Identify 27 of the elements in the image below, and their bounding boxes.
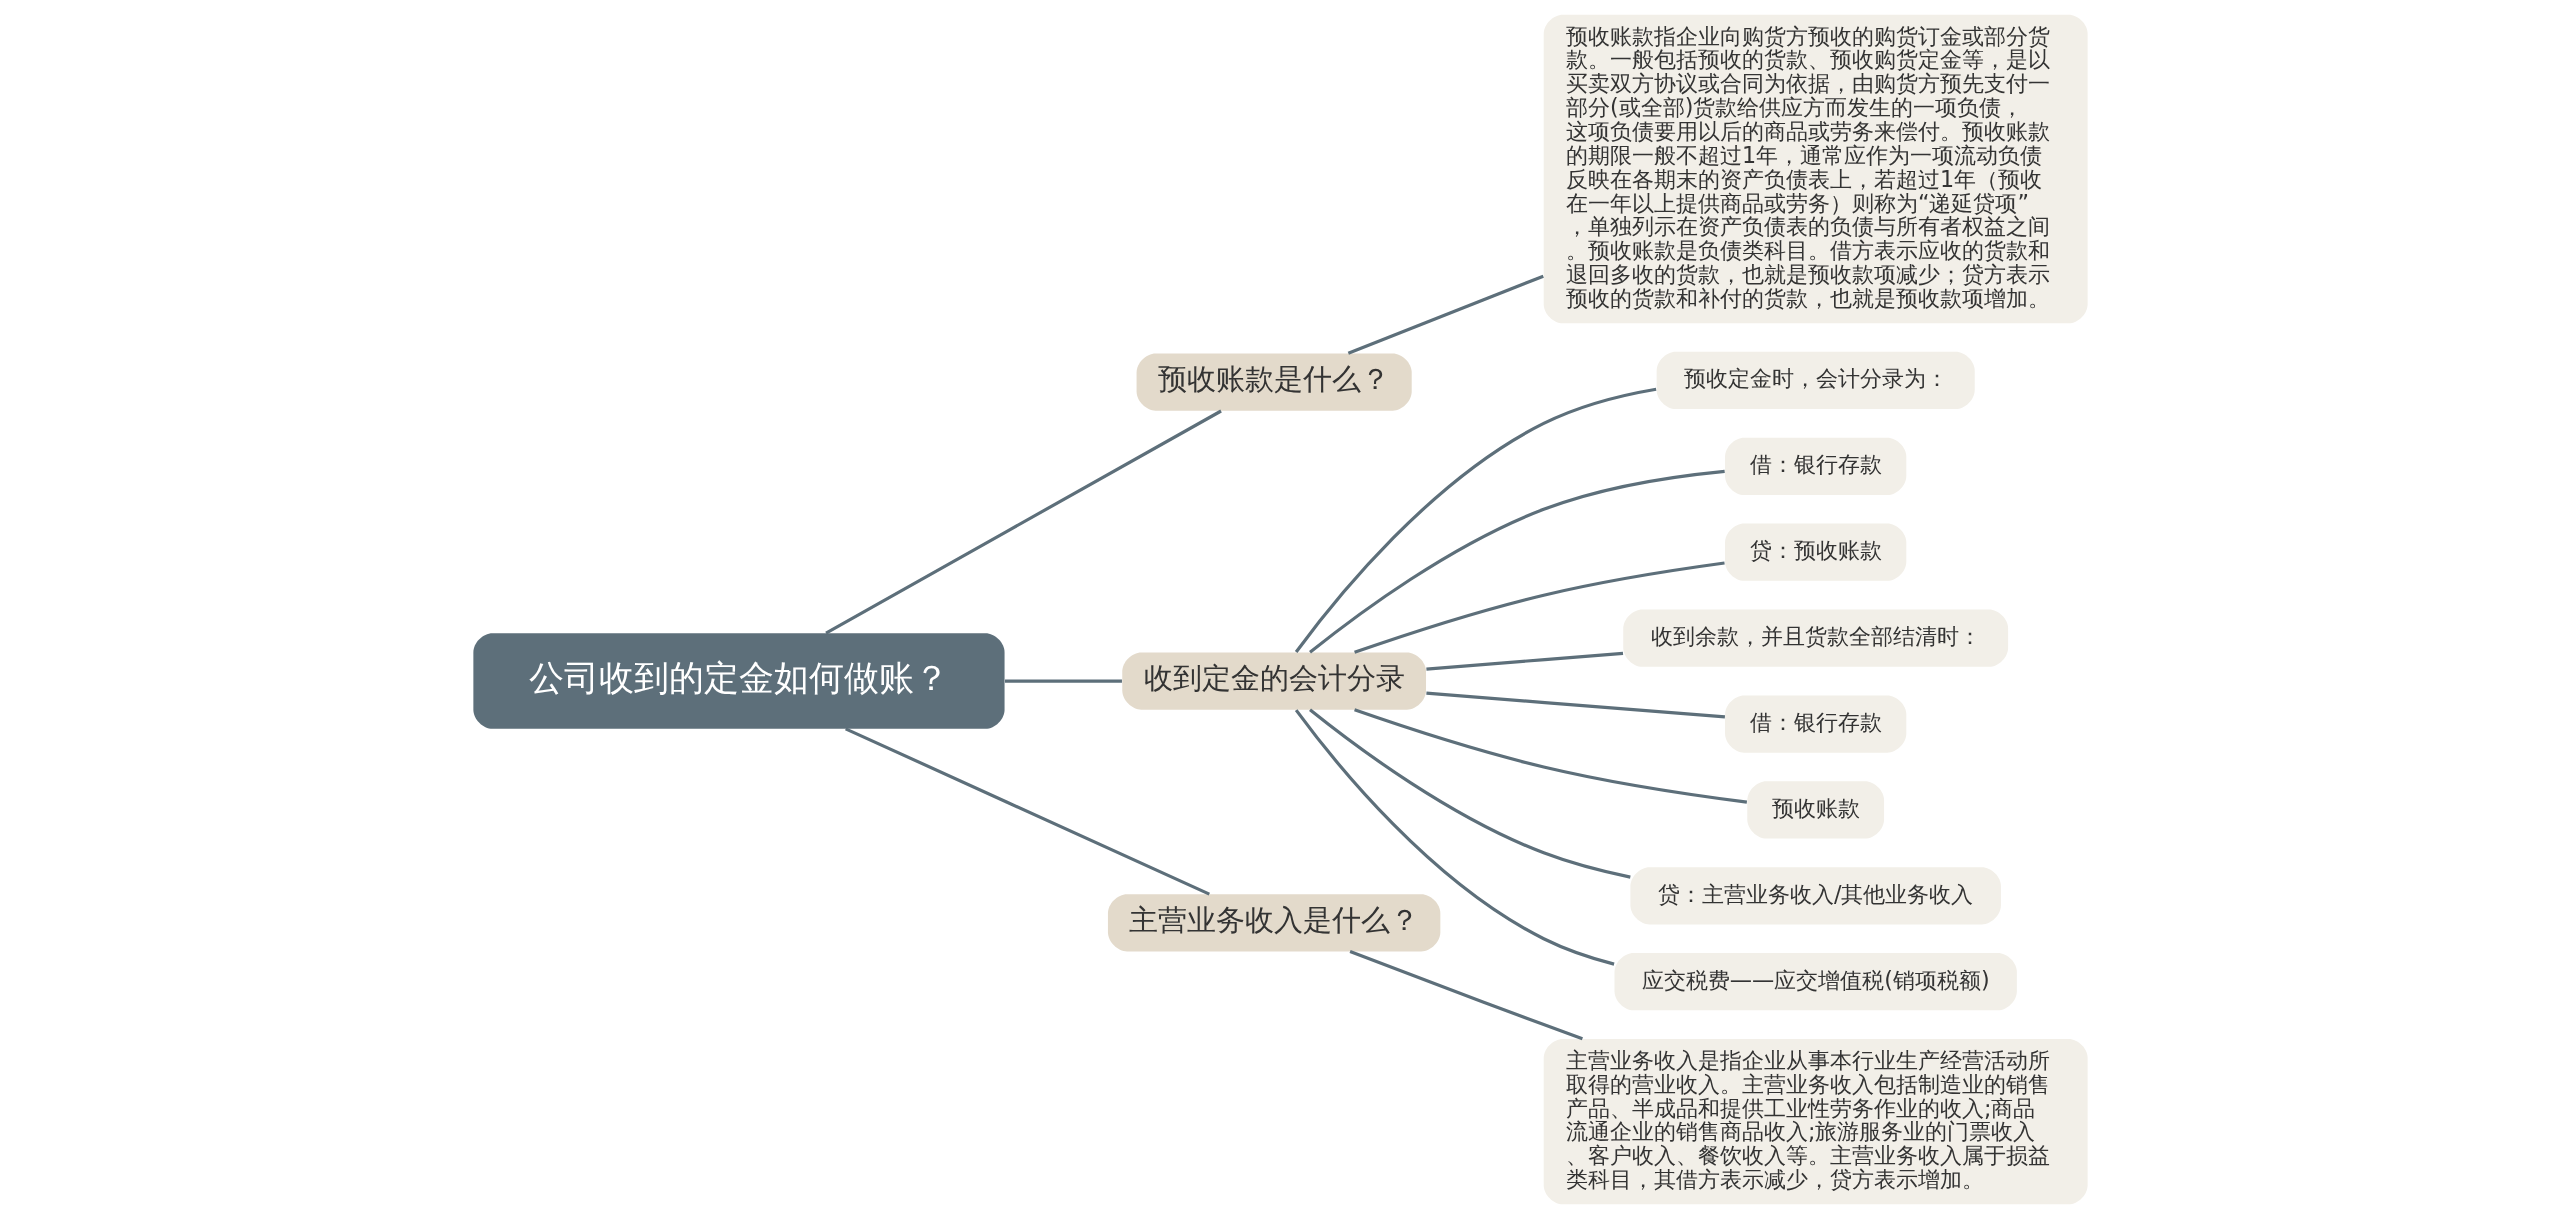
node-box: 收到定金的会计分录 — [1121, 652, 1426, 710]
connector — [1294, 709, 1614, 966]
connector — [844, 727, 1210, 896]
connector — [1294, 387, 1656, 653]
node-box: 主营业务收入是指企业从事本行业生产经营活动所取得的营业收入。主营业务收入包括制造业的销售产品、半成品和提供工业性劳务作业的收入;商品流通企业的销售商品收入;旅游服务业的门票收入、客户收入、餐饮收入等。主营业务收入属于损益类科目，其借方表示减少，贷方表示增加。 — [1543, 1038, 2088, 1205]
connector — [1425, 651, 1623, 671]
node-box: 公司收到的定金如何做账？ — [472, 633, 1005, 729]
connector — [1004, 679, 1122, 683]
node-box: 预收账款指企业向购货方预收的购货订金或部分货款。一般包括预收的货款、预收购货定金等，是以买卖双方协议或合同为依据，由购货方预先支付一部分(或全部)货款给供应方而发生的一项负债，这项负债要用以后的商品或劳务来偿付。预收账款的期限一般不超过1年，通常应作为一项流动负债反映在各期末的资产负债表上，若超过1年（预收在一年以上提供商品或劳务）则称为“递延贷项”，单独列示在资产负债表的负债与所有者权益之间。预收账款是负债类科目。借方表示应收的货款和退回多收的货款，也就是预收款项减少；贷方表示预收的货款和补付的货款，也就是预收款项增加。 — [1543, 14, 2088, 324]
connector — [1425, 691, 1725, 719]
node-box: 应交税费——应交增值税(销项税额) — [1614, 953, 2017, 1011]
connector — [1353, 708, 1747, 804]
connector — [1347, 274, 1544, 355]
connector — [824, 409, 1222, 635]
connector — [1308, 708, 1631, 879]
node-box: 预收定金时，会计分录为： — [1656, 351, 1975, 410]
node-box: 预收账款 — [1746, 781, 1884, 839]
node-box: 贷：主营业务收入/其他业务收入 — [1629, 867, 2001, 925]
connector — [1349, 950, 1583, 1041]
connector — [1353, 561, 1725, 654]
node-box: 预收账款是什么？ — [1136, 353, 1412, 411]
node-box: 贷：预收账款 — [1724, 523, 1906, 581]
node-box: 借：银行存款 — [1724, 437, 1906, 495]
connector — [1308, 469, 1725, 654]
node-box: 收到余款，并且货款全部结清时： — [1622, 609, 2008, 667]
node-box: 借：银行存款 — [1724, 695, 1906, 753]
node-box: 主营业务收入是什么？ — [1107, 894, 1440, 952]
